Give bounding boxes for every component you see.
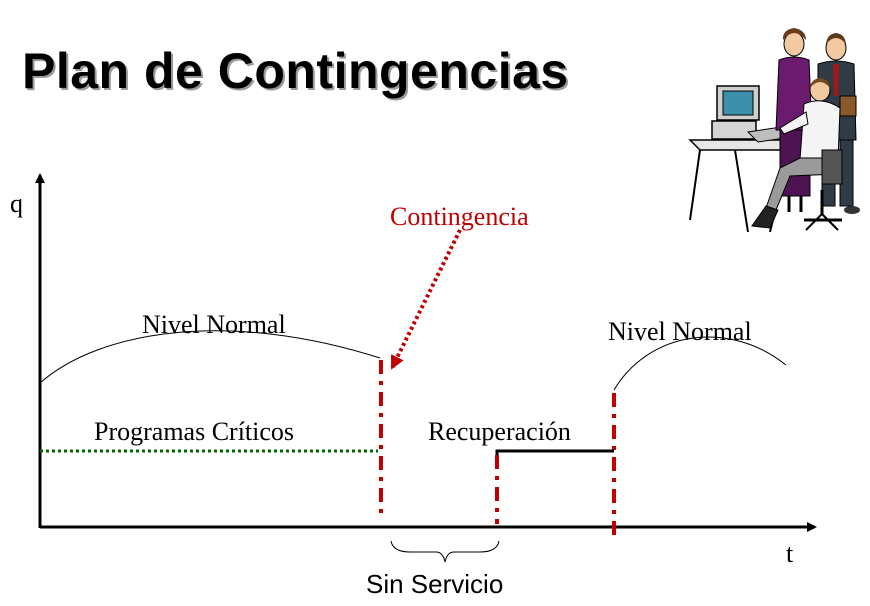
normal-level-label-before: Nivel Normal [142,310,286,339]
office-team-computer-icon [688,28,860,233]
normal-level-curve-after [613,336,787,391]
y-axis-label: q [10,189,23,218]
slide-title: Plan de Contingencias [22,43,569,99]
no-service-label: Sin Servicio [366,569,503,599]
normal-level-curve-before [39,330,381,384]
critical-programs-label: Programas Críticos [94,417,294,446]
recovery-label: Recuperación [428,417,571,446]
normal-level-label-after: Nivel Normal [608,317,752,346]
no-service-brace [390,540,500,563]
contingency-label: Contingencia [390,202,529,231]
contingency-arrow [390,229,462,370]
recovery-line [495,449,614,455]
x-axis-label: t [786,539,794,568]
